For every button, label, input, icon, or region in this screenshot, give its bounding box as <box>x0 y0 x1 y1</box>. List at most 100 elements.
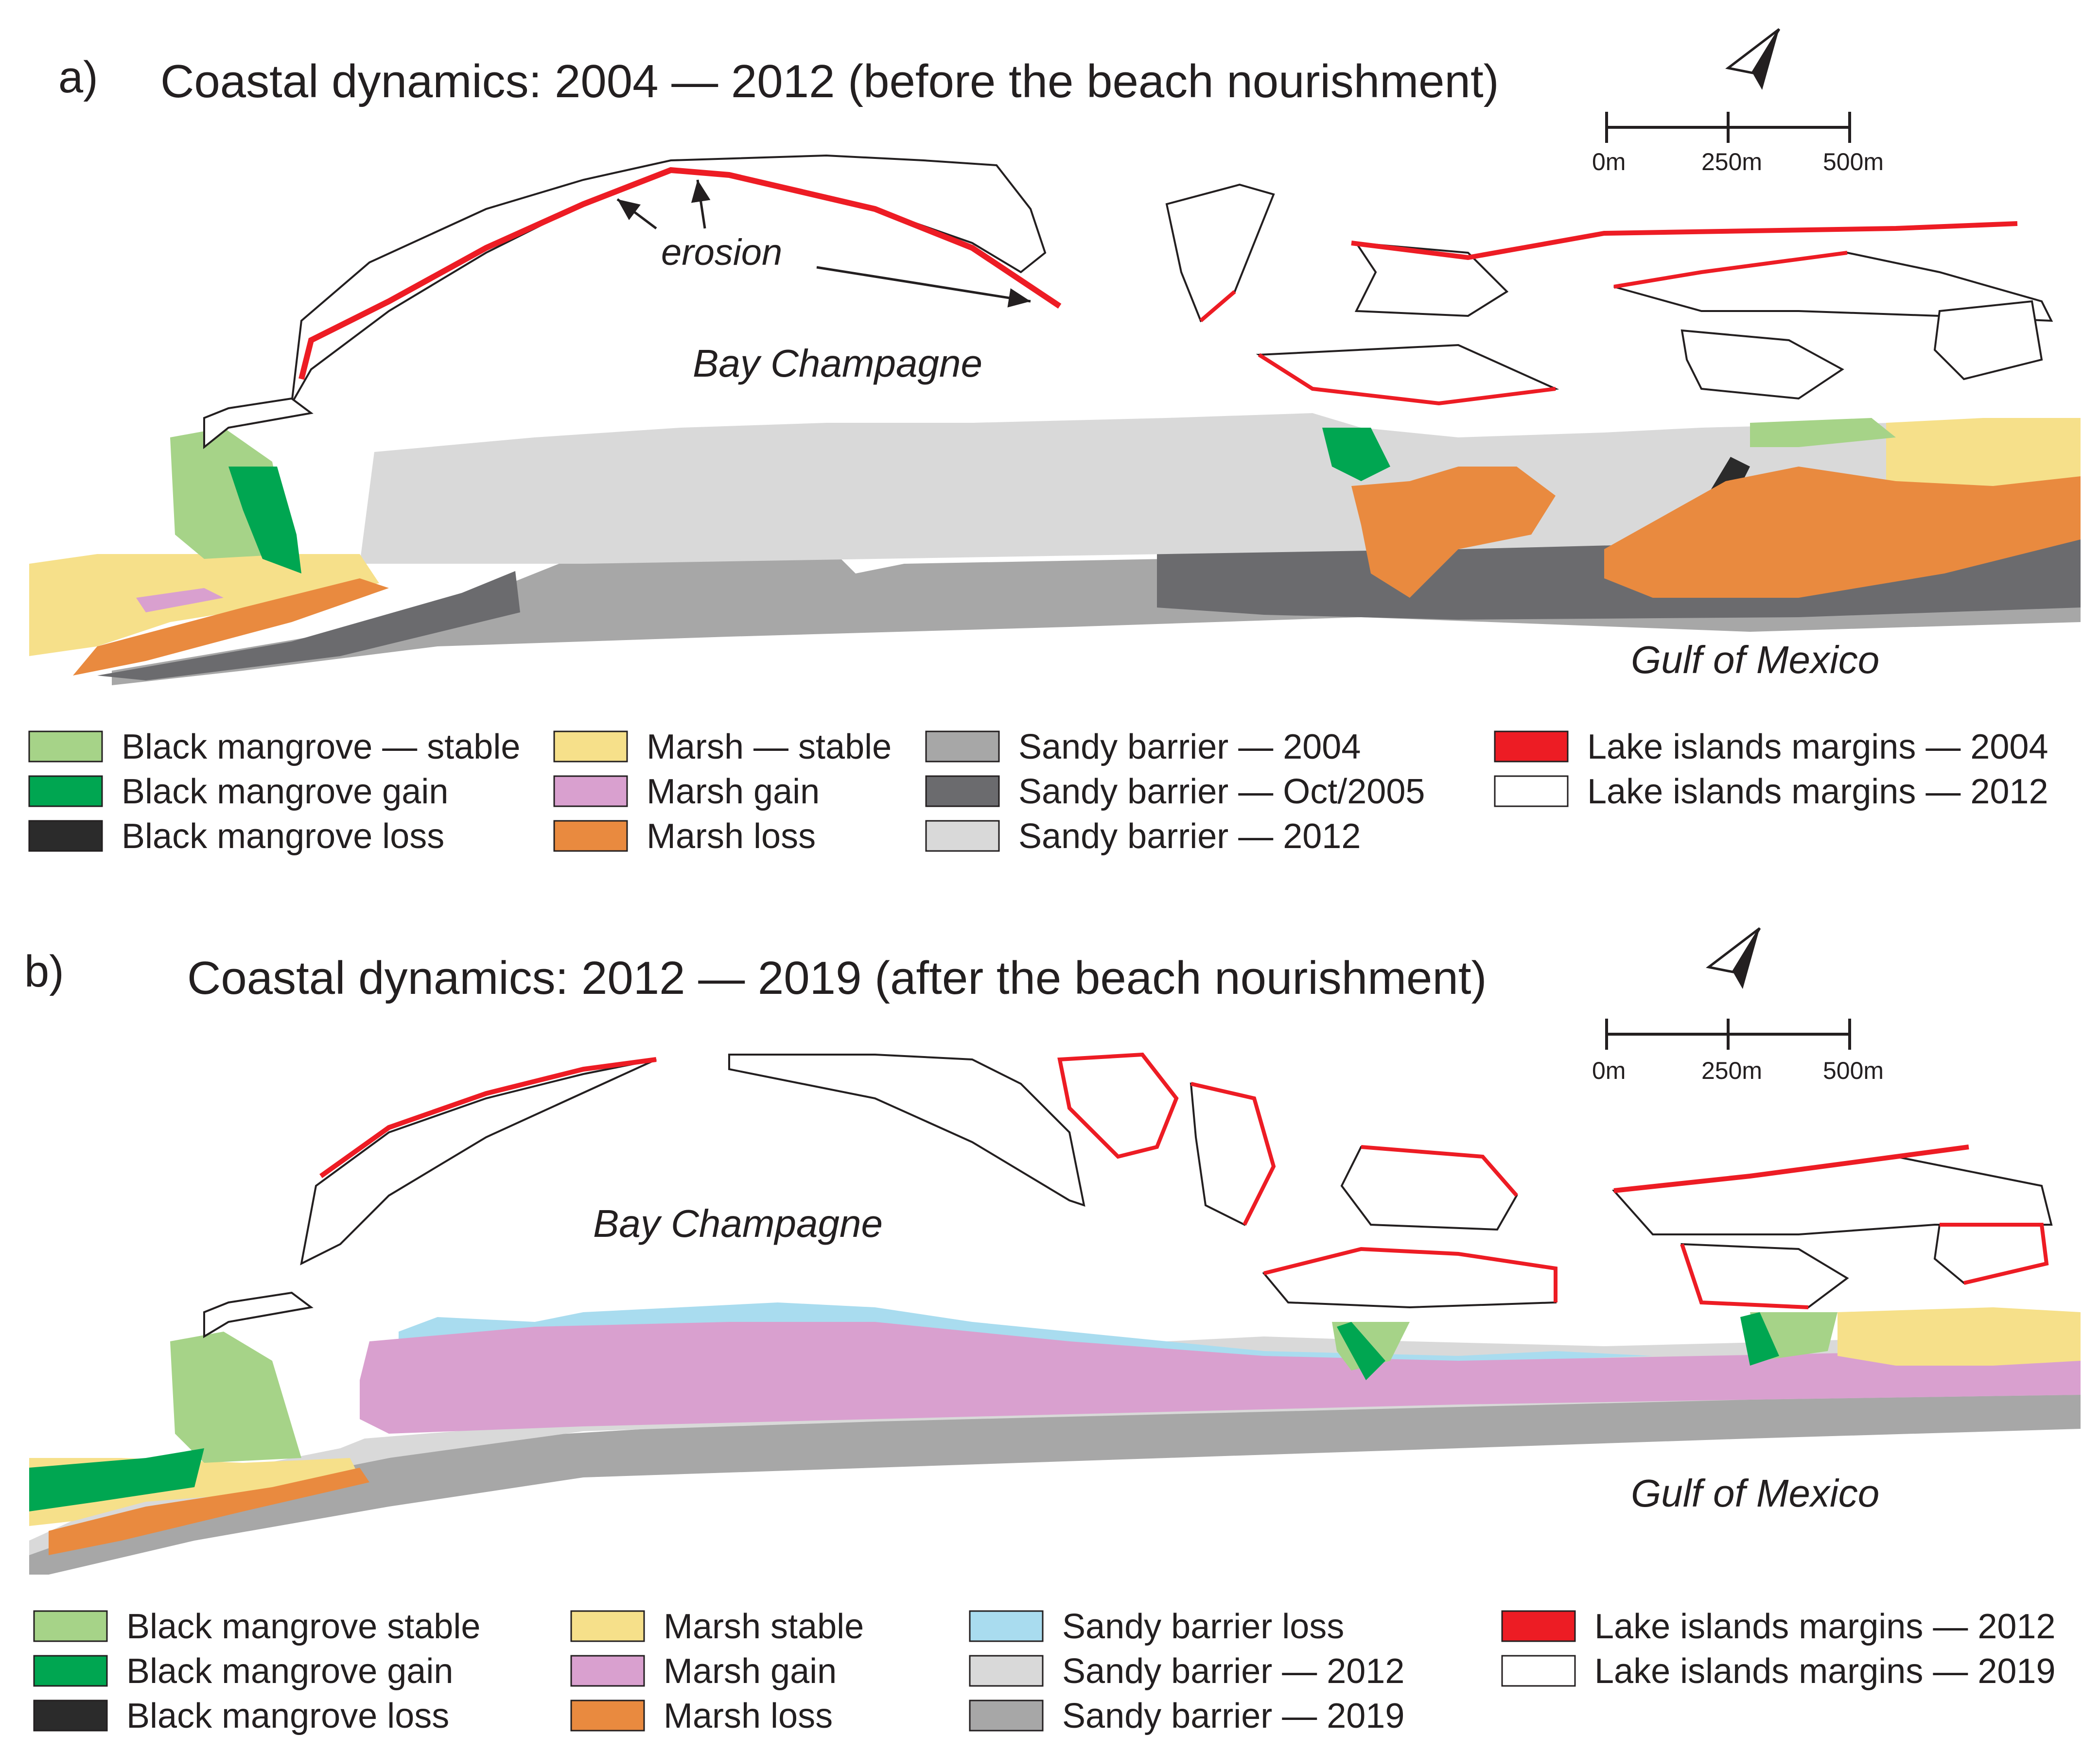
lake-island-east-1-red <box>1613 251 1848 289</box>
legend-label: Lake islands margins — 2004 <box>1587 728 2048 766</box>
panel-a-title: Coastal dynamics: 2004 — 2012 (before th… <box>160 55 1499 107</box>
lake-island-b-mid-4-red <box>1263 1247 1558 1302</box>
legend-swatch <box>33 1655 108 1687</box>
legend-label: Sandy barrier — 2019 <box>1062 1697 1404 1735</box>
sandy-barrier-oct2005 <box>97 571 520 680</box>
erosion-arrow-1 <box>616 198 657 229</box>
legend-swatch <box>969 1655 1044 1687</box>
legend-label: Lake islands margins — 2012 <box>1587 772 2048 811</box>
legend-swatch <box>33 1610 108 1642</box>
legend-swatch <box>969 1610 1044 1642</box>
north-arrow-icon <box>1725 28 1781 90</box>
legend-swatch <box>553 820 628 852</box>
marsh-loss-b-west <box>49 1468 369 1555</box>
panel-a: a) Coastal dynamics: 2004 — 2012 (before… <box>28 28 2081 856</box>
legend-swatch <box>925 820 1000 852</box>
lake-island-b-mid-2 <box>1190 1082 1275 1226</box>
legend-swatch <box>925 775 1000 807</box>
legend-swatch <box>570 1655 645 1687</box>
erosion-annotation: erosion <box>661 232 782 273</box>
lake-island-b-large-red <box>319 1057 657 1179</box>
black-mangrove-gain-b-east <box>1740 1312 1779 1366</box>
legend-label: Marsh gain <box>664 1652 837 1691</box>
sandy-barrier-loss <box>399 1302 1653 1366</box>
legend-swatch <box>1501 1610 1576 1642</box>
scale-bar: 0m 250m 500m <box>1592 112 1884 175</box>
scale-label-0: 0m <box>1592 148 1626 175</box>
black-mangrove-gain-west <box>228 467 301 573</box>
legend-label: Black mangrove loss <box>126 1697 449 1735</box>
legend-label: Sandy barrier — 2004 <box>1018 728 1361 766</box>
black-mangrove-gain-b-mid <box>1337 1322 1385 1380</box>
legend-swatch <box>969 1700 1044 1732</box>
lake-island-large-arc <box>291 154 1047 404</box>
lake-island-east-3 <box>1933 300 2043 381</box>
black-mangrove-gain-mid <box>1322 428 1390 481</box>
lake-island-b-east-2-red <box>1680 1243 1809 1309</box>
scale-bar: 0m 250m 500m <box>1592 1019 1884 1084</box>
legend-label: Marsh — stable <box>647 728 892 766</box>
legend-label: Lake islands margins — 2012 <box>1594 1607 2056 1646</box>
marsh-gain-west <box>136 588 224 612</box>
erosion-arrow-3 <box>816 266 1031 308</box>
legend-label: Marsh stable <box>664 1607 864 1646</box>
lake-island-b-east-2 <box>1680 1243 1849 1309</box>
marsh-gain-b <box>360 1322 2081 1434</box>
lake-island-b-east-3-red <box>1940 1223 2049 1285</box>
lake-island-b-mid-3-red <box>1361 1145 1519 1197</box>
marsh-loss-mid <box>1351 467 1556 598</box>
legend-swatch <box>1494 730 1569 763</box>
legend-label: Sandy barrier — 2012 <box>1062 1652 1404 1691</box>
lake-island-east-2 <box>1680 329 1844 400</box>
legend-swatch <box>570 1610 645 1642</box>
map-a: erosion Bay Champagne Gulf of Mexico <box>29 154 2081 685</box>
scale-label-500: 500m <box>1823 1057 1884 1084</box>
black-mangrove-stable-b-west <box>170 1332 301 1463</box>
marsh-stable-west <box>29 554 379 656</box>
legend-swatch <box>1501 1655 1576 1687</box>
map-b: Bay Champagne Gulf of Mexico <box>29 1052 2081 1575</box>
marsh-stable-b-east <box>1838 1307 2081 1366</box>
marsh-loss-west <box>73 578 389 676</box>
legend-label: Sandy barrier — Oct/2005 <box>1018 772 1425 811</box>
legend-label: Black mangrove gain <box>126 1652 453 1691</box>
lake-island-east-top-red <box>1351 221 2018 260</box>
legend-label: Marsh loss <box>647 817 816 856</box>
legend-label: Black mangrove — stable <box>122 728 520 766</box>
gulf-label-a: Gulf of Mexico <box>1631 638 1879 681</box>
panel-b-title: Coastal dynamics: 2012 — 2019 (after the… <box>187 952 1487 1004</box>
scale-label-500: 500m <box>1823 148 1884 175</box>
marsh-stable-east <box>1886 418 2081 486</box>
marsh-loss-east <box>1604 467 2081 598</box>
legend-swatch <box>33 1700 108 1732</box>
panel-b-letter: b) <box>24 947 64 996</box>
legend-swatch <box>570 1700 645 1732</box>
gulf-label-b: Gulf of Mexico <box>1631 1472 1879 1515</box>
lake-island-b-mid-1-red <box>1057 1052 1179 1159</box>
black-mangrove-stable-east <box>1750 418 1896 447</box>
legend-swatch <box>553 775 628 807</box>
legend-label: Lake islands margins — 2019 <box>1594 1652 2056 1691</box>
legend-label: Sandy barrier loss <box>1062 1607 1344 1646</box>
legend-swatch <box>28 775 103 807</box>
legend-swatch <box>1494 775 1569 807</box>
lake-island-mid-1 <box>1165 183 1275 323</box>
legend-swatch <box>925 730 1000 763</box>
legend-swatch <box>553 730 628 763</box>
legend-label: Black mangrove loss <box>122 817 444 856</box>
lake-island-mid-3-red <box>1258 353 1556 406</box>
lake-island-margin-2004-a <box>298 167 1062 380</box>
legend-swatch <box>28 820 103 852</box>
lake-island-b-mid-4 <box>1262 1248 1557 1309</box>
scale-label-250: 250m <box>1701 1057 1762 1084</box>
scale-label-0: 0m <box>1592 1057 1626 1084</box>
lake-island-mid-2 <box>1354 242 1509 317</box>
lake-island-mid-1-red <box>1199 290 1236 323</box>
legend-swatch <box>28 730 103 763</box>
lake-island-b-west-small <box>203 1291 314 1338</box>
lake-island-b-east-1-red <box>1613 1145 1969 1193</box>
legend-label: Marsh gain <box>647 772 820 811</box>
